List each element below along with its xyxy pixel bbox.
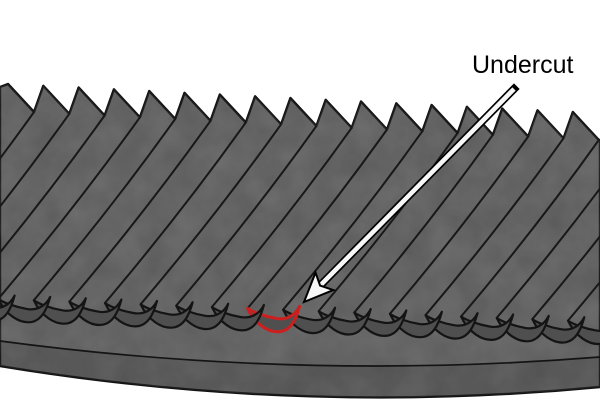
gullet-curl [282, 306, 337, 335]
gullet-curl [68, 298, 123, 327]
gullet-curl [460, 313, 515, 341]
tooth-ridge-line [104, 121, 247, 304]
gullet-curl [317, 308, 372, 336]
gullet-curl [175, 302, 230, 331]
tooth-ridge-line [175, 125, 318, 307]
gullet-curl [353, 309, 408, 337]
gullet-curl [0, 295, 52, 324]
tooth-ridge-line [567, 280, 600, 322]
tooth-ridge-line [353, 134, 494, 314]
tooth-ridge-line [460, 139, 600, 318]
tooth-ridge-line [33, 118, 177, 301]
tooth-ridge-line [0, 113, 71, 209]
tooth-ridge-line [282, 130, 424, 311]
tooth-gullet-curls [0, 294, 600, 346]
undercut-highlight-curl [246, 304, 301, 334]
gullet-curl [0, 294, 16, 321]
gullet-curl [424, 312, 479, 340]
tooth-ridge-line [531, 234, 600, 320]
tooth-ridge-line [317, 132, 459, 312]
tooth-ridge-line [495, 186, 600, 319]
edge-line [0, 340, 600, 367]
tooth-ridge-line [424, 137, 565, 316]
arrow-head-icon [302, 269, 337, 304]
tooth-ridge-lines [0, 111, 600, 322]
gullet-curl [103, 299, 159, 328]
tooth-ridge-line [139, 123, 282, 305]
gullet-curl [495, 314, 550, 343]
tooth-ridge-line [0, 116, 141, 299]
gullet-curl [388, 310, 443, 339]
undercut-arrow [302, 83, 520, 304]
gullet-curl [531, 316, 586, 344]
undercut-label: Undercut [472, 51, 574, 79]
gullet-curl [139, 301, 194, 329]
arrow-shaft [319, 87, 516, 287]
tooth-ridge-line [211, 127, 353, 308]
tooth-ridge-line [0, 114, 106, 255]
gullet-curl [32, 297, 87, 325]
tooth-ridge-line [0, 111, 35, 161]
tooth-ridge-line [68, 120, 212, 303]
tooth-ridge-line [246, 128, 388, 310]
edge-shadow-band [0, 341, 600, 398]
gullet-curl [210, 303, 265, 332]
tooth-ridge-line [389, 135, 530, 315]
